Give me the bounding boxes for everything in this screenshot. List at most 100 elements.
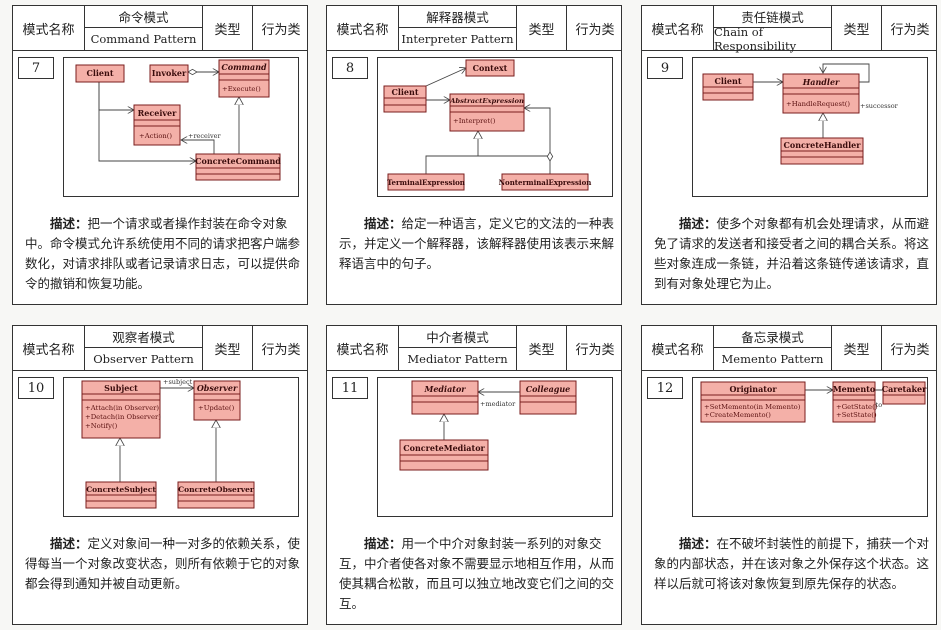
uml-diagram: +subject Subject +Attach(in Observer) +D… [63,377,299,517]
class-context: Context [465,59,515,77]
pattern-name-cn: 命令模式 [85,6,202,28]
pattern-name-en: Chain of Responsibility [714,25,797,53]
svg-text:Observer: Observer [197,383,238,393]
type-value: 行为类 [261,342,301,358]
svg-text:Memento: Memento [833,384,876,394]
pattern-description: 描述：使多个对象都有机会处理请求，从而避免了请求的发送者和接受者之间的耦合关系。… [654,216,930,291]
pattern-name-cn: 备忘录模式 [714,326,831,348]
pattern-name-cn: 中介者模式 [399,326,516,348]
pattern-card-chain-of-responsibility: 模式名称 责任链模式 Chain of Responsibility 类型 行为… [641,5,937,305]
pattern-name-cn: 责任链模式 [714,6,831,28]
type-value: 行为类 [261,22,301,38]
class-memento: Memento +GetState() +SetState() [832,381,878,423]
type-value: 行为类 [890,342,930,358]
svg-text:Client: Client [714,76,741,86]
svg-text:ConcreteSubject: ConcreteSubject [86,485,156,494]
svg-text:AbstractExpression: AbstractExpression [449,97,524,105]
association-label: +receiver [188,132,221,140]
class-observer: Observer +Update() [193,380,241,421]
svg-text:Command: Command [221,62,267,72]
uml-diagram: +mediator Mediator Colleague ConcreteMed… [377,377,613,517]
pattern-name-cn: 观察者模式 [85,326,202,348]
type-label: 类型 [517,326,567,370]
class-client: Client [75,64,125,83]
mode-name-label: 模式名称 [13,6,85,50]
mode-name-label: 模式名称 [13,326,85,370]
pattern-name-cell: 中介者模式 Mediator Pattern [399,326,517,370]
svg-text:+SetState(): +SetState() [836,411,877,419]
svg-text:ConcreteObserver: ConcreteObserver [178,485,255,494]
pattern-name-en: Command Pattern [90,32,197,46]
class-colleague: Colleague [519,380,577,415]
class-mediator: Mediator [411,380,479,415]
association-label: +mediator [480,400,516,408]
mode-name-label: 模式名称 [642,326,714,370]
uml-diagram: Client Handler +HandleRequest() +success… [692,57,928,197]
svg-text:Client: Client [391,87,418,97]
svg-text:TerminalExpression: TerminalExpression [387,178,465,187]
uml-diagram: Context Client AbstractExpression +Inter… [377,57,613,197]
type-value: 行为类 [575,22,615,38]
svg-text:+Action(): +Action() [139,132,172,140]
svg-text:+HandleRequest(): +HandleRequest() [786,100,850,108]
svg-text:+SetMemento(in Memento): +SetMemento(in Memento) [704,403,801,411]
uml-diagram: Client Invoker Command +Execute() Receiv… [63,57,299,197]
class-originator: Originator +SetMemento(in Memento) +Crea… [700,381,806,423]
pattern-card-interpreter: 模式名称 解释器模式 Interpreter Pattern 类型 行为类 8 … [326,5,622,305]
pattern-name-en: Mediator Pattern [407,352,508,366]
pattern-description: 描述：用一个中介对象封装一系列的对象交互，中介者使各对象不需要显示地相互作用，从… [339,536,615,611]
type-label: 类型 [517,6,567,50]
pattern-number: 7 [18,57,54,79]
svg-text:Colleague: Colleague [526,384,571,394]
class-receiver: Receiver +Action() [133,104,181,146]
class-nonterminal-expression: NonterminalExpression [499,173,591,191]
class-subject: Subject +Attach(in Observer) +Detach(in … [81,380,161,439]
pattern-number: 9 [647,57,683,79]
card-header: 模式名称 责任链模式 Chain of Responsibility 类型 行为… [642,6,936,53]
svg-text:+Update(): +Update() [198,404,235,412]
pattern-name-cell: 命令模式 Command Pattern [85,6,203,50]
pattern-name-en: Interpreter Pattern [401,32,514,46]
pattern-card-mediator: 模式名称 中介者模式 Mediator Pattern 类型 行为类 11 +m… [326,325,622,625]
uml-diagram: +memento Originator +SetMemento(in Memen… [692,377,928,517]
pattern-name-cell: 责任链模式 Chain of Responsibility [714,6,832,53]
type-label: 类型 [832,6,882,50]
svg-text:+Execute(): +Execute() [222,85,261,93]
association-label: +successor [860,102,899,110]
pattern-card-memento: 模式名称 备忘录模式 Memento Pattern 类型 行为类 12 +me… [641,325,937,625]
class-client: Client [702,73,754,101]
svg-text:+CreateMemento(): +CreateMemento() [704,411,771,419]
svg-text:Subject: Subject [104,383,138,393]
card-header: 模式名称 中介者模式 Mediator Pattern 类型 行为类 [327,326,621,371]
svg-text:+Interpret(): +Interpret() [453,117,496,125]
class-abstract-expression: AbstractExpression +Interpret() [449,93,525,132]
svg-text:Handler: Handler [802,77,840,87]
svg-text:+Attach(in Observer): +Attach(in Observer) [85,404,159,412]
class-concrete-subject: ConcreteSubject [85,481,157,509]
svg-text:Context: Context [473,63,508,73]
svg-text:Invoker: Invoker [152,68,187,78]
card-header: 模式名称 命令模式 Command Pattern 类型 行为类 [13,6,307,51]
pattern-card-command: 模式名称 命令模式 Command Pattern 类型 行为类 7 Clien… [12,5,308,305]
pattern-name-cell: 解释器模式 Interpreter Pattern [399,6,517,50]
pattern-name-en: Memento Pattern [721,352,824,366]
svg-text:+Notify(): +Notify() [85,422,118,430]
mode-name-label: 模式名称 [327,326,399,370]
class-command: Command +Execute() [218,59,270,98]
class-handler: Handler +HandleRequest() [782,73,860,114]
svg-text:Client: Client [86,68,113,78]
type-value: 行为类 [575,342,615,358]
pattern-number: 8 [332,57,368,79]
class-invoker: Invoker [149,64,189,83]
svg-text:ConcreteMediator: ConcreteMediator [403,443,485,453]
card-header: 模式名称 解释器模式 Interpreter Pattern 类型 行为类 [327,6,621,51]
pattern-name-cn: 解释器模式 [399,6,516,28]
pattern-name-cell: 备忘录模式 Memento Pattern [714,326,832,370]
svg-text:Originator: Originator [729,384,777,394]
association-label: +subject [163,378,193,386]
pattern-card-observer: 模式名称 观察者模式 Observer Pattern 类型 行为类 10 +s… [12,325,308,625]
pattern-number: 12 [647,377,683,399]
mode-name-label: 模式名称 [327,6,399,50]
class-concrete-mediator: ConcreteMediator [399,439,489,471]
mode-name-label: 模式名称 [642,6,714,50]
